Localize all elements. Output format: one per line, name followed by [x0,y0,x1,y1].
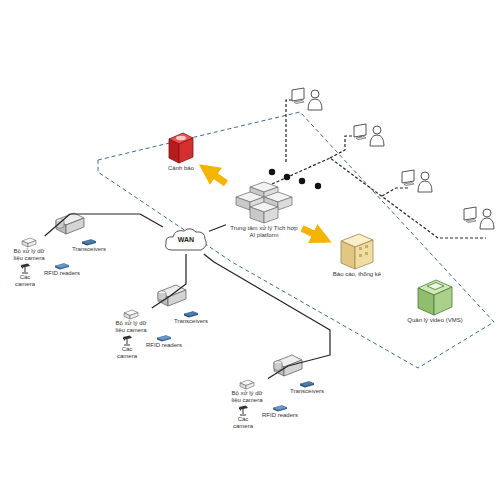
camera: Các camera [226,404,260,431]
camera-processor: Bộ xử lý dữ liệu camera [110,308,152,335]
alert-node-icon [166,131,196,165]
user-terminals [292,88,494,229]
transceiver-icon [81,239,97,246]
rfid-reader: RFID readers [260,404,300,420]
processing-center: Trung tâm xử lý Tích hợp AI platform [226,180,302,240]
rfid-reader-icon [156,335,172,342]
transceiver: Transceivers [170,310,212,326]
connector [204,168,226,184]
site-switches [56,213,302,376]
node-label: WAN [163,226,209,254]
camera-icon [121,335,133,346]
connector [45,214,163,236]
vms-node: Quản lý video (VMS) [402,276,468,325]
transceiver: Transceivers [286,380,328,396]
node-label: Trung tâm xử lý Tích hợp AI platform [228,225,300,239]
node-label: Cảnh báo [168,165,194,172]
camera: Các camera [110,334,144,361]
camera-processor-icon [21,237,37,248]
connector [152,254,186,308]
connector [204,254,330,379]
wan-cloud: WAN [163,226,209,254]
user-links [272,100,486,238]
connector [209,225,226,232]
rfid-reader: RFID readers [144,334,184,350]
node-label: Bộ xử lý dữ liệu camera [10,248,48,262]
node-label: Các camera [228,416,258,430]
report-node: Báo cáo, thống kê [326,230,388,279]
camera-processor-icon [239,379,255,390]
rfid-reader-icon [54,263,70,270]
node-label: Các camera [112,346,142,360]
transceiver-icon [183,311,199,318]
system-boundary [98,112,494,368]
rfid-reader: RFID readers [42,262,82,278]
processing-center-icon [234,181,294,225]
connector [302,228,326,240]
node-label: Báo cáo, thống kê [333,271,381,278]
report-node-icon [337,231,377,271]
transceiver: Transceivers [68,238,110,254]
camera-icon [237,405,249,416]
node-label: RFID readers [44,270,80,277]
camera-processor-icon [123,309,139,320]
vms-node-icon [415,277,455,317]
node-label: Bộ xử lý dữ liệu camera [112,320,150,334]
node-label: Quản lý video (VMS) [407,317,462,324]
rfid-reader-icon [272,405,288,412]
camera-processor: Bộ xử lý dữ liệu camera [8,236,50,263]
node-label: Transceivers [290,388,324,395]
camera-icon [19,263,31,274]
alert-node: Cảnh báo [158,130,204,173]
node-label: Bộ xử lý dữ liệu camera [228,390,266,404]
node-label: RFID readers [146,342,182,349]
node-label: Các camera [10,274,40,288]
node-label: RFID readers [262,412,298,419]
node-label: Transceivers [72,246,106,253]
node-label: Transceivers [174,318,208,325]
camera-processor: Bộ xử lý dữ liệu camera [226,378,268,405]
camera: Các camera [8,262,42,289]
transceiver-icon [299,381,315,388]
